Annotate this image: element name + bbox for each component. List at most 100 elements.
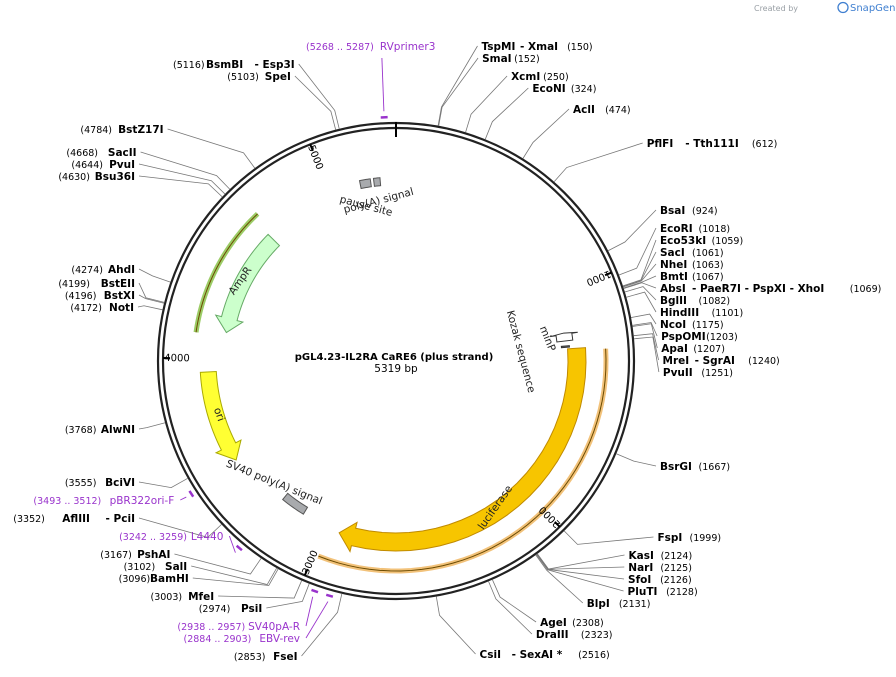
site-draiii[interactable]: DraIII(2323) — [488, 581, 613, 641]
site-bsai[interactable]: BsaI(924) — [607, 205, 718, 252]
site-position: (1067) — [692, 272, 724, 283]
primer-ebv-rev[interactable]: EBV-rev(2884 .. 2903) — [184, 593, 334, 645]
site-ncoi[interactable]: NcoI(1175) — [630, 313, 724, 331]
site-acli[interactable]: AclI(474) — [522, 104, 631, 159]
feature-minp[interactable] — [549, 331, 578, 343]
site-leader — [536, 553, 625, 570]
site-name: PvuI — [109, 159, 135, 171]
site-bamhi[interactable]: BamHI(3096) — [119, 568, 279, 586]
site-name: AgeI — [540, 617, 567, 629]
primer-position: (2884 .. 2903) — [184, 634, 252, 645]
site-bstz17i[interactable]: BstZ17I(4784) — [80, 124, 256, 169]
feature-arrow — [214, 233, 281, 334]
feature-kozak-sequence[interactable] — [560, 345, 570, 349]
site-name: BstXI — [104, 290, 135, 302]
feature-arrow — [199, 370, 242, 461]
site-position: (1063) — [692, 260, 724, 271]
site-name: FspI — [657, 532, 682, 544]
site-name: ApaI — [661, 343, 688, 355]
site-xcmi[interactable]: XcmI(250) — [465, 71, 569, 133]
primer-leader — [305, 596, 314, 627]
site-bsrgi[interactable]: BsrGI(1667) — [616, 453, 730, 473]
feature-luciferase[interactable] — [338, 347, 587, 553]
site-pspomi[interactable]: PspOMI(1203) — [632, 322, 738, 343]
site-ecori[interactable]: EcoRI(1018) — [618, 223, 730, 276]
label-sv40-polya: SV40 poly(A) signal — [224, 458, 324, 508]
site-name: SalI — [165, 561, 187, 573]
site-fsei[interactable]: FseI(2853) — [234, 593, 343, 663]
site-bsu36i[interactable]: Bsu36I(4630) — [58, 171, 223, 198]
site-psii[interactable]: PsiI(2974) — [199, 583, 310, 615]
site-smai[interactable]: SmaI(152) — [438, 53, 540, 126]
primer-l4440[interactable]: L4440(3242 .. 3259) — [119, 531, 243, 553]
site-pluti[interactable]: PluTI(2128) — [536, 554, 698, 598]
label-minp: minP — [537, 324, 558, 353]
site-name: BlpI — [587, 598, 610, 610]
feature-ori[interactable] — [199, 370, 242, 461]
site-sacii[interactable]: SacII(4668) — [66, 147, 231, 190]
tick-label: 4000 — [164, 353, 190, 364]
site-name: SpeI — [265, 71, 291, 83]
site-eco53ki[interactable]: Eco53kI(1059) — [622, 235, 743, 287]
primer-pbr322ori-f[interactable]: pBR322ori-F(3493 .. 3512) — [33, 490, 195, 507]
site-name: BstEII — [101, 278, 135, 290]
site-position: (2125) — [660, 563, 692, 574]
feature-ampr[interactable] — [214, 233, 281, 334]
site-spei[interactable]: SpeI(5103) — [227, 71, 337, 130]
site-mrei[interactable]: MreI- SgrAI(1240) — [633, 333, 780, 367]
site-bsteii[interactable]: BstEII(4199) — [58, 278, 165, 303]
site-fspi[interactable]: FspI (1999) — [563, 530, 722, 545]
site-leader — [465, 75, 508, 133]
site-agei[interactable]: AgeI(2308) — [492, 579, 604, 629]
site-bglii[interactable]: BglII(1082) — [624, 286, 730, 307]
primer-rvprimer3[interactable]: (5268 .. 5287)RVprimer3 — [306, 41, 435, 119]
site-absi[interactable]: AbsI- PaeR7I - PspXI - XhoI(1069) — [623, 282, 882, 295]
site-name: BamHI — [150, 573, 189, 585]
site-csii[interactable]: CsiI- SexAI *(2516) — [435, 596, 610, 661]
feature-poly-a-signal[interactable] — [372, 177, 382, 187]
site-sali[interactable]: SalI(3102) — [124, 561, 278, 586]
site-bcivi[interactable]: BciVI(3555) — [65, 477, 188, 489]
site-name: BciVI — [105, 477, 135, 489]
site-apai[interactable]: ApaI (1207) — [632, 323, 725, 355]
site-position: (4172) — [70, 303, 102, 314]
site-name: EcoRI — [660, 223, 693, 235]
site-pvui[interactable]: PvuI(4644) — [71, 159, 226, 195]
site-blpi[interactable]: BlpI(2131) — [535, 554, 651, 610]
site-name: PluTI — [628, 586, 658, 598]
site-position: (1999) — [690, 533, 722, 544]
site-econi[interactable]: EcoNI(324) — [484, 83, 596, 140]
site-position: (2124) — [661, 551, 693, 562]
site-bmti[interactable]: BmtI(1067) — [623, 271, 724, 289]
site-saci[interactable]: SacI(1061) — [622, 247, 724, 287]
feature-arrow — [338, 347, 587, 553]
site-pvuii[interactable]: PvuII(1251) — [633, 336, 733, 379]
feature-block — [372, 177, 382, 187]
site-alwni[interactable]: AlwNI(3768) — [65, 422, 166, 436]
feature-pause-site[interactable] — [358, 178, 372, 190]
site-hindiii[interactable]: HindIII(1101) — [626, 291, 743, 319]
site-leader — [553, 142, 643, 183]
site-mfei[interactable]: MfeI(3003) — [151, 580, 303, 603]
tick-mark — [309, 143, 314, 152]
site-pflfi[interactable]: PflFI- Tth111I(612) — [553, 138, 777, 183]
site-isoschizomers: - SgrAI — [695, 355, 735, 367]
site-tspmi[interactable]: TspMI- XmaI(150) — [437, 41, 593, 126]
site-pshai[interactable]: PshAI(3167) — [100, 549, 262, 575]
site-position: (4274) — [71, 265, 103, 276]
snapgene-logo-icon — [837, 1, 849, 14]
site-sfoi[interactable]: SfoI(2126) — [536, 553, 692, 586]
primer-sv40pa-r[interactable]: SV40pA-R(2938 .. 2957) — [177, 588, 319, 633]
site-ahdi[interactable]: AhdI(4274) — [71, 264, 171, 283]
site-leader — [488, 581, 533, 635]
site-bstxi[interactable]: BstXI(4196) — [65, 290, 165, 304]
site-position: (474) — [605, 105, 631, 116]
site-position: (1207) — [693, 344, 725, 355]
feature-sv40-poly-a-signal[interactable] — [281, 492, 309, 515]
site-nhei[interactable]: NheI(1063) — [623, 259, 724, 288]
site-noti[interactable]: NotI(4172) — [70, 302, 163, 314]
site-position: (1251) — [701, 368, 733, 379]
